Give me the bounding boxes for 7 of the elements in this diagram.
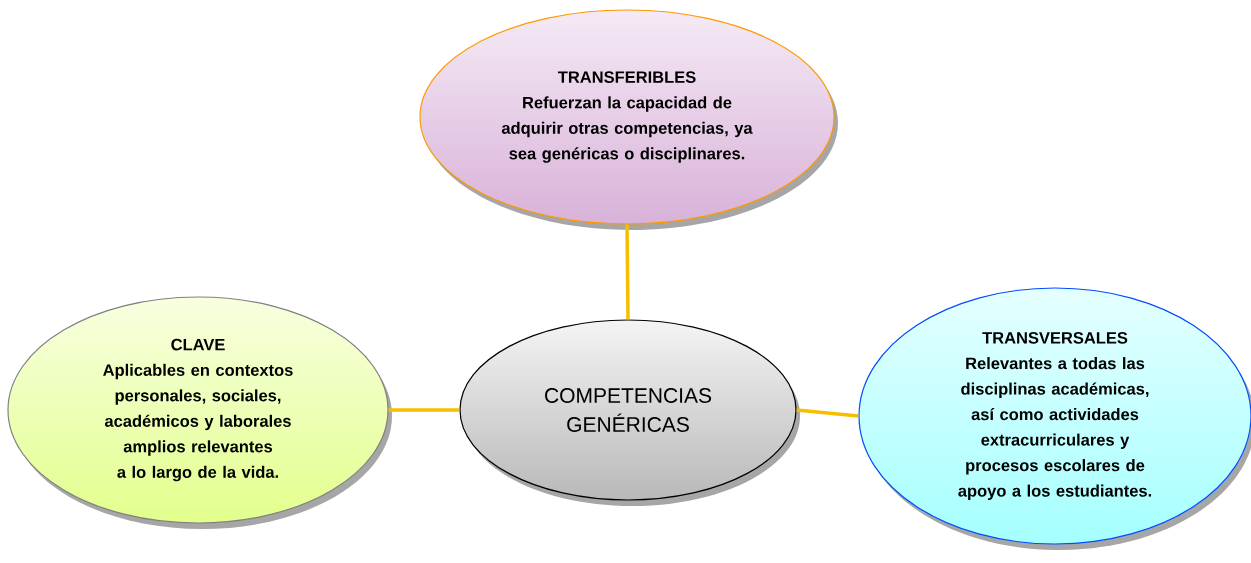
connector-line [388,408,460,412]
connector-line [625,224,630,320]
ellipse-node: COMPETENCIAS GENÉRICAS [459,319,800,506]
connector-line [796,408,859,418]
ellipse-node: CLAVE Aplicables en contextos personales, sociales, académicos y laborales amplios relevantes a lo largo de la vida. [7,296,392,529]
ellipse-node: TRANSVERSALES Relevantes a todas las disciplinas académicas, así como actividades extracurriculares y procesos escolares de apoyo a los estudiantes. [858,287,1251,550]
ellipse-node: TRANSFERIBLES Refuerzan la capacidad de adquirir otras competencias, ya sea genéricas o disciplinares. [419,9,838,230]
